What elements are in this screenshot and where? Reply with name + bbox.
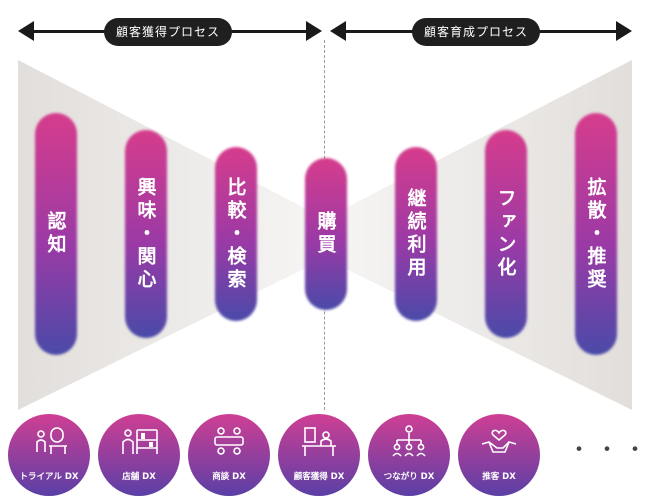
stage-label: 拡散・推奨: [584, 176, 607, 292]
stage-label: 興味・関心: [134, 176, 157, 292]
dx-circle-3: 商談 DX: [188, 414, 270, 496]
dx-circle-2: 店舗 DX: [98, 414, 180, 496]
handshake-heart-icon: [481, 429, 517, 453]
network-people-icon: [392, 425, 426, 457]
arrow-right-tail-head: [616, 21, 632, 41]
dx-circle-label: トライアル DX: [19, 472, 79, 482]
stage-label: 認知: [44, 211, 67, 257]
more-indicator: ・・・: [568, 438, 650, 463]
stage-label: 比較・検索: [224, 176, 247, 292]
dx-circle-label: 顧客獲得 DX: [293, 472, 345, 482]
dx-circle-5: つながり DX: [368, 414, 450, 496]
dx-circle-4: 顧客獲得 DX: [278, 414, 360, 496]
stage-pill-7: [575, 113, 617, 355]
stage-pill-6: [485, 130, 527, 338]
funnel-right: [332, 60, 632, 410]
meeting-table-icon: [214, 427, 244, 455]
shop-staff-icon: [122, 429, 158, 454]
funnel-left: [18, 60, 318, 410]
dx-circle-6: 推客 DX: [458, 414, 540, 496]
arrow-left-tail-head: [306, 21, 322, 41]
arrow-right-head: [330, 21, 346, 41]
stage-pill-1: [35, 113, 77, 355]
acquisition-process-label: 顧客獲得プロセス: [104, 18, 232, 46]
stage-label: 購買: [314, 211, 337, 257]
nurturing-process-label: 顧客育成プロセス: [412, 18, 540, 46]
mirror-person-icon: [36, 427, 67, 454]
dx-circle-label: 店舗 DX: [122, 472, 156, 482]
dx-circle-label: つながり DX: [383, 472, 435, 482]
dx-circle-label: 推客 DX: [482, 472, 516, 482]
stage-pill-2: [125, 130, 167, 338]
stage-pill-3: [215, 147, 257, 321]
stage-label: ファン化: [494, 188, 517, 280]
dx-circle-1: トライアル DX: [8, 414, 90, 496]
stage-pill-4: [305, 158, 347, 310]
dx-circle-label: 商談 DX: [212, 472, 246, 482]
desk-computer-icon: [302, 427, 336, 456]
stage-pill-5: [395, 147, 437, 321]
stage-label: 継続利用: [404, 188, 427, 280]
arrow-left-head: [18, 21, 34, 41]
